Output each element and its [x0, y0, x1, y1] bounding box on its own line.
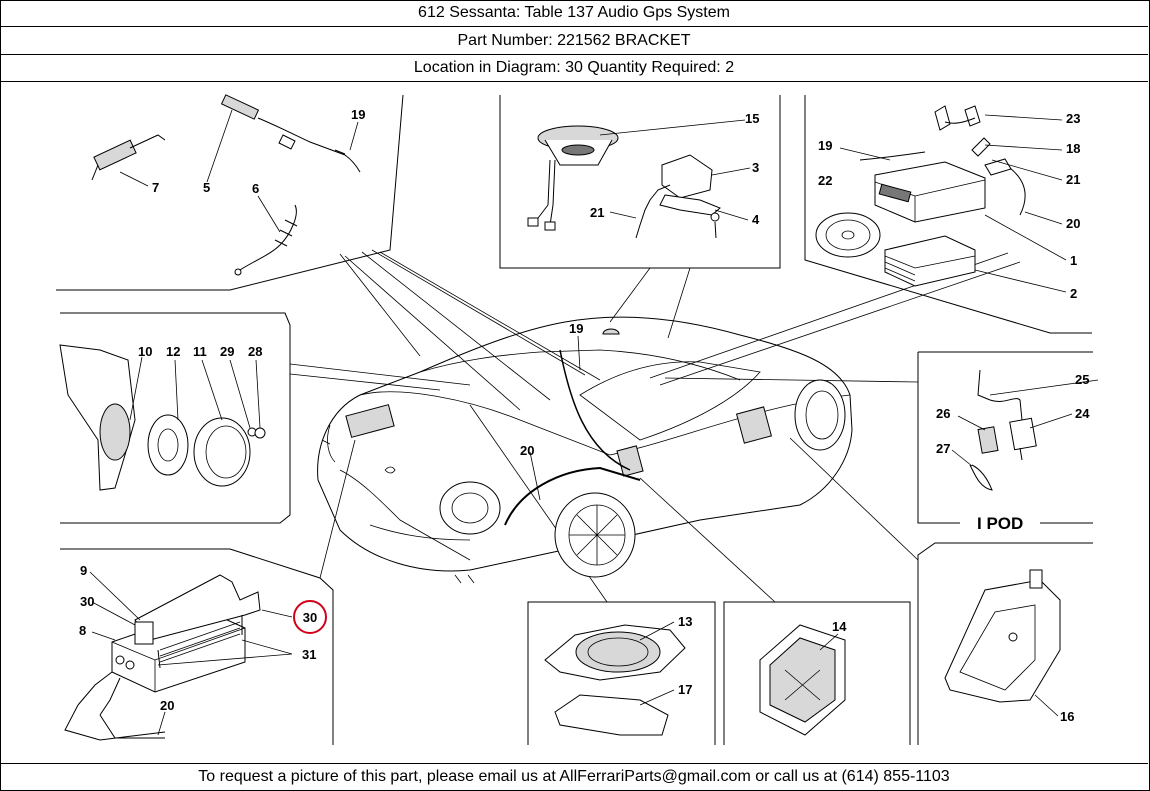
callout-31: 31	[302, 647, 316, 662]
callout-19-car: 19	[569, 321, 583, 336]
callout-28: 28	[248, 344, 262, 359]
door-speaker-parts	[59, 344, 266, 491]
callout-5: 5	[203, 180, 210, 195]
ipod-parts	[969, 369, 1037, 491]
callout-20: 20	[1066, 216, 1080, 231]
callout-27: 27	[936, 441, 950, 456]
callout-18: 18	[1066, 141, 1080, 156]
gps-speaker-parts	[527, 125, 721, 239]
callout-23: 23	[1066, 111, 1080, 126]
antenna-parts	[91, 94, 361, 276]
panel-outlines	[56, 94, 1093, 745]
callout-leaders	[89, 109, 1099, 736]
callout-9: 9	[80, 563, 87, 578]
callout-20-car: 20	[520, 443, 534, 458]
callout-12: 12	[166, 344, 180, 359]
part-number: Part Number: 221562 BRACKET	[0, 28, 1148, 55]
leader-lines	[289, 249, 1021, 603]
footer-contact: To request a picture of this part, pleas…	[0, 763, 1148, 790]
highlight-circle	[293, 600, 327, 634]
callout-3: 3	[752, 160, 759, 175]
amplifier-bracket-parts	[64, 574, 261, 741]
control-module-parts	[759, 624, 846, 736]
callout-29: 29	[220, 344, 234, 359]
callout-8: 8	[79, 623, 86, 638]
callout-1: 1	[1070, 253, 1077, 268]
ipod-label: I POD	[977, 514, 1023, 533]
callout-2: 2	[1070, 286, 1077, 301]
diagram-location: Location in Diagram: 30 Quantity Require…	[0, 55, 1148, 82]
callout-15: 15	[745, 111, 759, 126]
callout-26: 26	[936, 406, 950, 421]
callout-4: 4	[752, 212, 760, 227]
car-illustration	[317, 316, 853, 584]
callout-7: 7	[152, 180, 159, 195]
callout-14: 14	[832, 619, 847, 634]
parts-diagram: 7 5 6 19 15 3 21 4 23 18 19 21 22 20 1 2…	[0, 82, 1148, 762]
callout-20-amplifier: 20	[160, 698, 174, 713]
head-unit-parts	[815, 105, 1026, 287]
callout-21-head-unit: 21	[1066, 172, 1080, 187]
callout-11: 11	[193, 344, 207, 359]
callout-16: 16	[1060, 709, 1074, 724]
ipod-holder-parts	[944, 569, 1061, 703]
highlighted-callout: 30	[293, 600, 327, 634]
callout-25: 25	[1075, 372, 1089, 387]
callout-6: 6	[252, 181, 259, 196]
callout-30: 30	[80, 594, 94, 609]
callout-22: 22	[818, 173, 832, 188]
speaker-cover-parts	[544, 624, 686, 736]
callout-10: 10	[138, 344, 152, 359]
page-title: 612 Sessanta: Table 137 Audio Gps System	[0, 0, 1148, 27]
callout-30-highlighted: 30	[303, 610, 317, 625]
callout-24: 24	[1075, 406, 1090, 421]
callout-labels: 7 5 6 19 15 3 21 4 23 18 19 21 22 20 1 2…	[79, 107, 1090, 724]
callout-21: 21	[590, 205, 604, 220]
callout-19: 19	[351, 107, 365, 122]
callout-13: 13	[678, 614, 692, 629]
callout-17: 17	[678, 682, 692, 697]
callout-19-head-unit: 19	[818, 138, 832, 153]
